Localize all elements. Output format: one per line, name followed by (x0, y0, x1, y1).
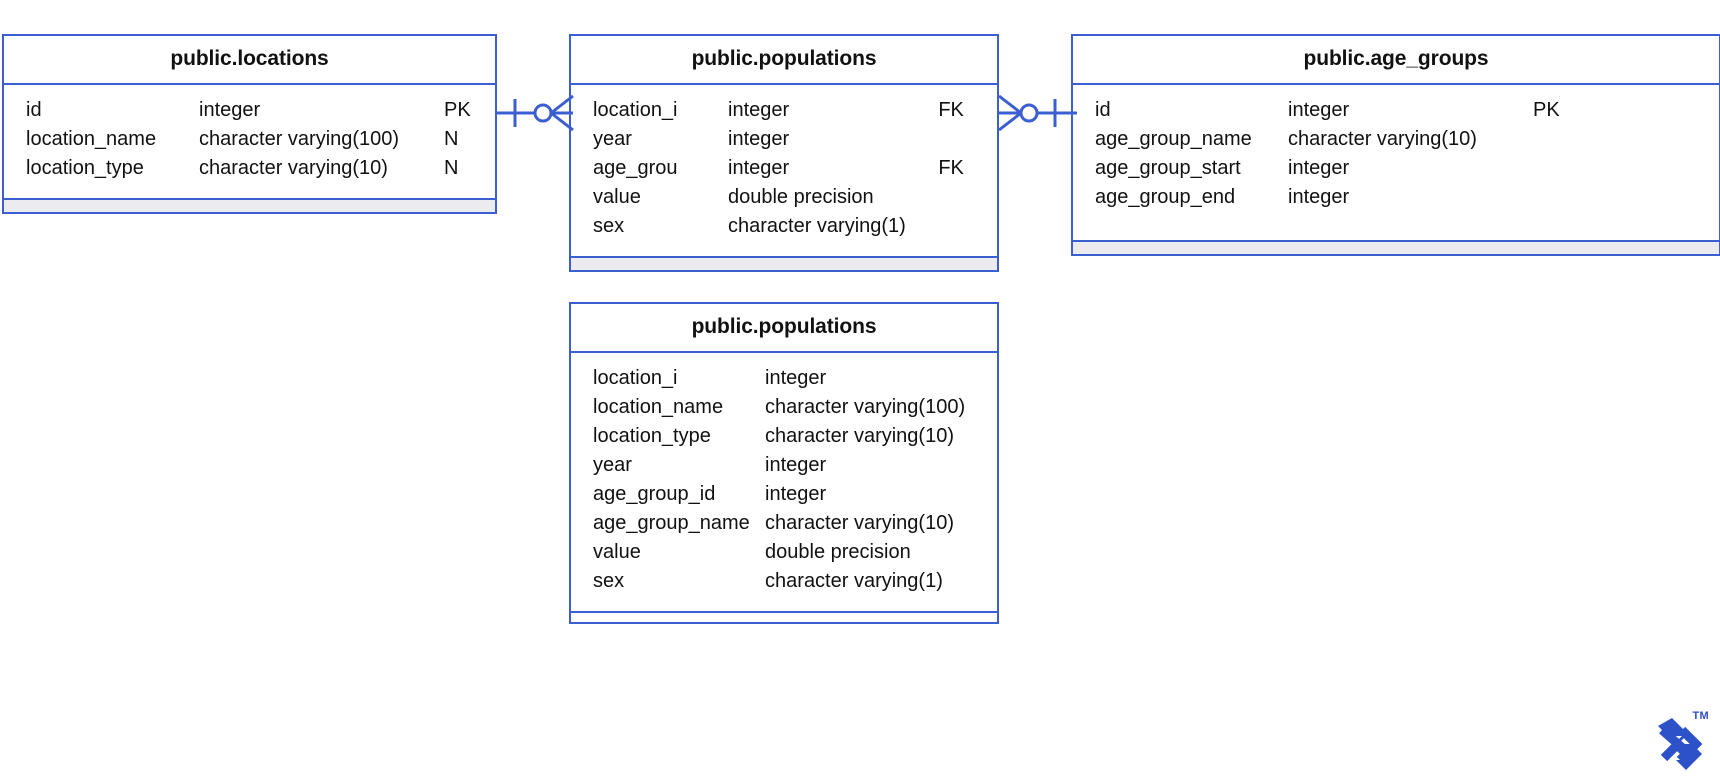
attribute-name: id (26, 99, 42, 121)
attribute-type: integer (1288, 157, 1350, 179)
entity-attribute-list: id integer PK location_name character va… (4, 85, 495, 198)
attribute-row[interactable]: location_name character varying(100) (571, 396, 997, 425)
entity-title: public.populations (571, 36, 997, 85)
entity-title: public.locations (4, 36, 495, 85)
attribute-name: age_group_name (1095, 128, 1252, 150)
crowsfoot-prong (998, 111, 1022, 132)
cardinality-zero-circle (533, 103, 553, 123)
attribute-name: age_grou (593, 157, 678, 179)
brand-logo: TM (1648, 710, 1709, 770)
attribute-row[interactable]: location_name character varying(100) N (4, 128, 495, 157)
attribute-row[interactable]: id integer PK (1073, 99, 1719, 128)
relationship-populations-age-groups[interactable] (995, 88, 1077, 138)
attribute-key-badge: PK (444, 99, 471, 121)
entity-footer-bar (4, 198, 495, 212)
attribute-name: age_group_id (593, 483, 716, 505)
entity-title: public.age_groups (1073, 36, 1719, 85)
attribute-name: age_group_name (593, 512, 750, 534)
attribute-name: year (593, 454, 632, 476)
toptal-logo-icon (1658, 718, 1703, 770)
attribute-key-badge: FK (938, 157, 964, 179)
crowsfoot-prong (550, 94, 574, 115)
entity-title: public.populations (571, 304, 997, 353)
attribute-type: integer (765, 454, 827, 476)
attribute-name: location_type (26, 157, 144, 179)
attribute-row[interactable]: value double precision (571, 186, 997, 215)
attribute-row[interactable]: sex character varying(1) (571, 215, 997, 244)
attribute-key-badge: N (444, 128, 459, 150)
attribute-key-badge: N (444, 157, 459, 179)
attribute-type: integer (728, 157, 790, 179)
entity-public-populations[interactable]: public.populations location_i integer FK… (569, 34, 999, 272)
attribute-name: location_i (593, 99, 678, 121)
entity-public-locations[interactable]: public.locations id integer PK location_… (2, 34, 497, 214)
entity-attribute-list: location_i integer FK year integer age_g… (571, 85, 997, 256)
attribute-row[interactable]: value double precision (571, 541, 997, 570)
relationship-locations-populations[interactable] (495, 88, 575, 138)
trademark-symbol: TM (1692, 710, 1709, 722)
attribute-name: location_name (593, 396, 724, 418)
attribute-type: character varying(1) (728, 215, 906, 237)
attribute-type: character varying(10) (765, 425, 954, 447)
attribute-type: character varying(1) (765, 570, 943, 592)
crowsfoot-prong (998, 94, 1022, 115)
attribute-name: sex (593, 215, 625, 237)
attribute-row[interactable]: age_group_start integer (1073, 157, 1719, 186)
attribute-row[interactable]: location_type character varying(10) (571, 425, 997, 454)
attribute-type: double precision (765, 541, 911, 563)
attribute-name: value (593, 541, 641, 563)
entity-public-populations-view[interactable]: public.populations location_i integer lo… (569, 302, 999, 624)
attribute-row[interactable]: sex character varying(1) (571, 570, 997, 599)
entity-attribute-list: location_i integer location_name charact… (571, 353, 997, 611)
crowsfoot-prong (550, 111, 574, 132)
attribute-type: character varying(10) (765, 512, 954, 534)
attribute-type: integer (728, 99, 790, 121)
entity-footer-bar (571, 611, 997, 622)
attribute-row[interactable]: year integer (571, 454, 997, 483)
attribute-row[interactable]: location_i integer FK (571, 99, 997, 128)
cardinality-zero-circle (1019, 103, 1039, 123)
attribute-type: integer (199, 99, 261, 121)
attribute-type: integer (765, 483, 827, 505)
attribute-name: sex (593, 570, 625, 592)
attribute-type: integer (728, 128, 790, 150)
attribute-name: age_group_end (1095, 186, 1236, 208)
attribute-row[interactable]: year integer (571, 128, 997, 157)
attribute-name: year (593, 128, 632, 150)
attribute-name: value (593, 186, 641, 208)
attribute-type: integer (765, 367, 827, 389)
entity-attribute-list: id integer PK age_group_name character v… (1073, 85, 1719, 240)
attribute-row[interactable]: age_group_id integer (571, 483, 997, 512)
attribute-name: id (1095, 99, 1111, 121)
attribute-type: character varying(100) (765, 396, 966, 418)
attribute-type: double precision (728, 186, 874, 208)
attribute-row[interactable]: age_grou integer FK (571, 157, 997, 186)
attribute-row[interactable]: location_i integer (571, 367, 997, 396)
attribute-key-badge: PK (1533, 99, 1560, 121)
attribute-name: location_type (593, 425, 711, 447)
attribute-row[interactable]: age_group_name character varying(10) (1073, 128, 1719, 157)
entity-public-age-groups[interactable]: public.age_groups id integer PK age_grou… (1071, 34, 1720, 256)
attribute-row[interactable]: location_type character varying(10) N (4, 157, 495, 186)
attribute-row[interactable]: age_group_end integer (1073, 186, 1719, 215)
attribute-row[interactable]: id integer PK (4, 99, 495, 128)
attribute-type: integer (1288, 99, 1350, 121)
entity-footer-bar (571, 256, 997, 270)
attribute-key-badge: FK (938, 99, 964, 121)
attribute-type: character varying(10) (199, 157, 388, 179)
attribute-type: integer (1288, 186, 1350, 208)
entity-footer-bar (1073, 240, 1719, 254)
attribute-type: character varying(100) (199, 128, 400, 150)
attribute-name: age_group_start (1095, 157, 1241, 179)
attribute-name: location_i (593, 367, 678, 389)
attribute-type: character varying(10) (1288, 128, 1477, 150)
attribute-name: location_name (26, 128, 157, 150)
attribute-row[interactable]: age_group_name character varying(10) (571, 512, 997, 541)
